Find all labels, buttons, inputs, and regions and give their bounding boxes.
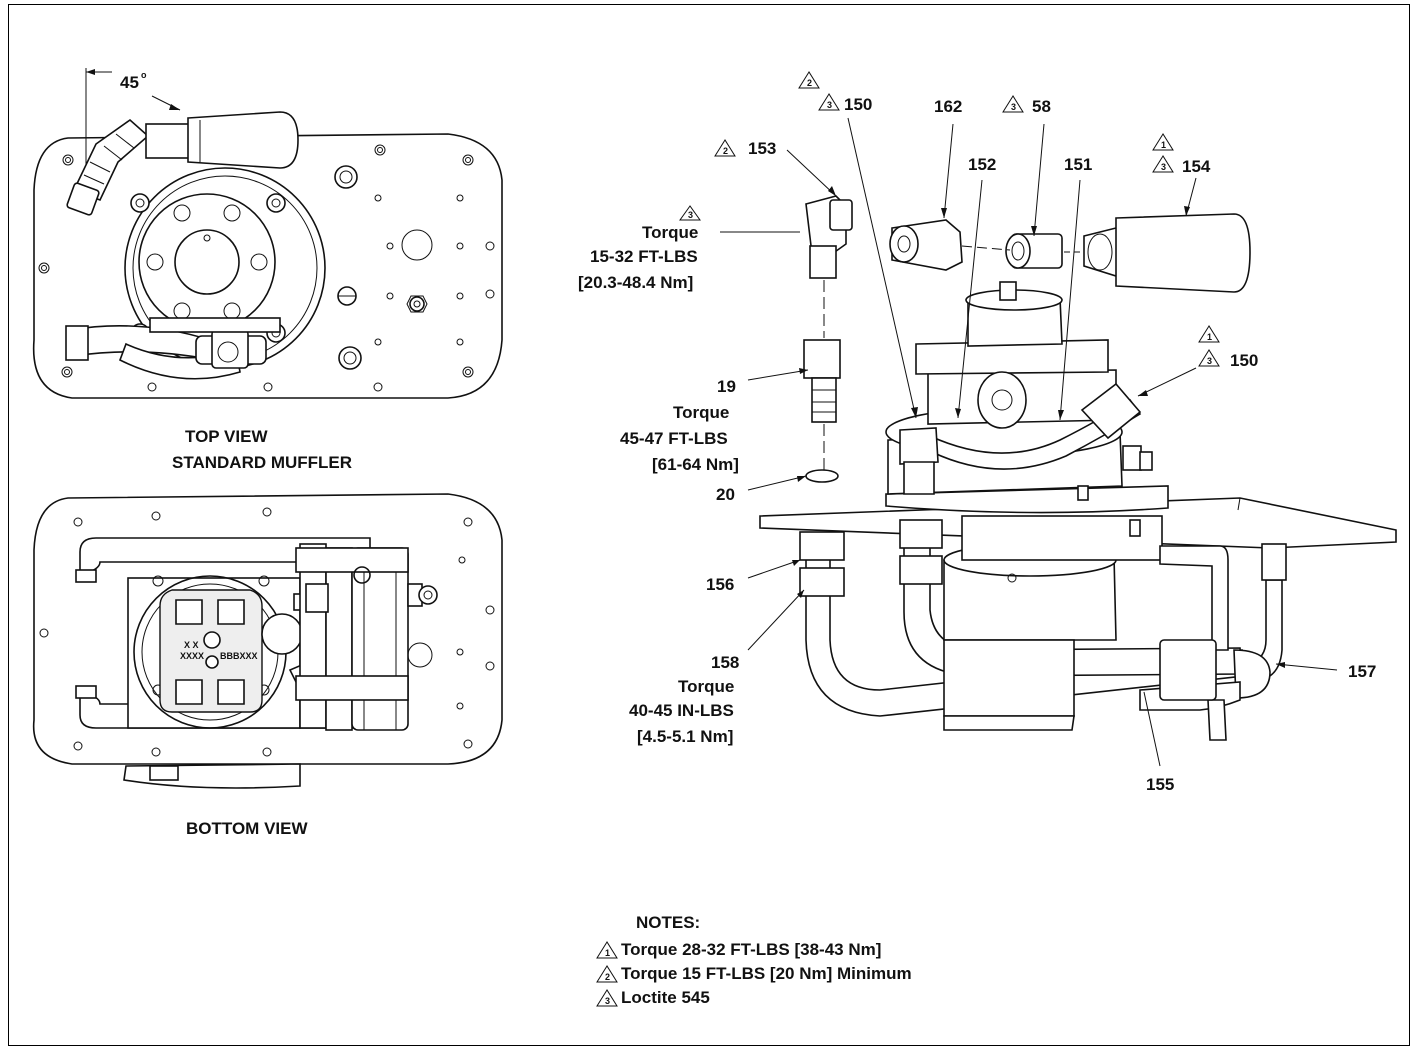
svg-text:45-47 FT-LBS: 45-47 FT-LBS [620, 429, 728, 448]
svg-text:Torque: Torque [673, 403, 729, 422]
bottom-view-drawing: X X XXXX BBBXXX [32, 493, 503, 789]
callout-158: 158 [711, 653, 739, 672]
notes-heading: NOTES: [636, 913, 700, 932]
svg-text:3: 3 [1207, 356, 1212, 366]
callout-152: 152 [968, 155, 996, 174]
svg-text:15-32 FT-LBS: 15-32 FT-LBS [590, 247, 698, 266]
callout-157: 157 [1348, 662, 1376, 681]
svg-text:3: 3 [605, 996, 610, 1006]
angle-label: 45 [120, 73, 139, 92]
svg-text:Torque: Torque [678, 677, 734, 696]
svg-text:1: 1 [1207, 332, 1212, 342]
marking-xx: X X [184, 640, 199, 650]
svg-text:1: 1 [605, 948, 610, 958]
marking-xxxx: XXXX [180, 651, 204, 661]
callout-150-right: 150 [1230, 351, 1258, 370]
notes-block: NOTES: Torque 28-32 FT-LBS [38-43 Nm] To… [621, 913, 912, 1007]
exploded-view-drawing [759, 195, 1397, 741]
svg-text:3: 3 [1011, 102, 1016, 112]
svg-text:[4.5-5.1 Nm]: [4.5-5.1 Nm] [637, 727, 733, 746]
svg-text:3: 3 [688, 210, 693, 220]
callout-19: 19 [717, 377, 736, 396]
top-view-subtitle: STANDARD MUFFLER [172, 453, 352, 472]
top-view-drawing: 45 o [32, 68, 503, 399]
leader-arrowheads [792, 186, 1285, 668]
callout-20: 20 [716, 485, 735, 504]
callout-150-top: 150 [844, 95, 872, 114]
svg-text:3: 3 [827, 100, 832, 110]
bottom-view-title: BOTTOM VIEW [186, 819, 308, 838]
drawing-frame [8, 4, 1410, 1046]
svg-text:3: 3 [1161, 162, 1166, 172]
svg-text:2: 2 [723, 146, 728, 156]
delta-markers [596, 71, 1220, 1007]
angle-degree-mark: o [141, 70, 147, 80]
torque-spec-153: Torque 15-32 FT-LBS [20.3-48.4 Nm] [578, 223, 698, 292]
svg-text:[20.3-48.4 Nm]: [20.3-48.4 Nm] [578, 273, 693, 292]
callout-153: 153 [748, 139, 776, 158]
svg-text:Torque: Torque [642, 223, 698, 242]
callout-155: 155 [1146, 775, 1174, 794]
note-3: Loctite 545 [621, 988, 710, 1007]
svg-text:2: 2 [605, 972, 610, 982]
leader-lines [720, 117, 1338, 767]
callout-58: 58 [1032, 97, 1051, 116]
svg-text:1: 1 [1161, 140, 1166, 150]
torque-spec-158: Torque 40-45 IN-LBS [4.5-5.1 Nm] [629, 677, 734, 746]
delta-marker-numbers: 2 3 3 2 3 1 3 1 3 1 2 3 [605, 78, 1212, 1006]
svg-text:40-45 IN-LBS: 40-45 IN-LBS [629, 701, 734, 720]
callout-151: 151 [1064, 155, 1092, 174]
top-view-title: TOP VIEW [185, 427, 268, 446]
note-1: Torque 28-32 FT-LBS [38-43 Nm] [621, 940, 881, 959]
marking-bbbxxx: BBBXXX [220, 651, 258, 661]
callout-154: 154 [1182, 157, 1211, 176]
svg-text:2: 2 [807, 78, 812, 88]
svg-text:[61-64 Nm]: [61-64 Nm] [652, 455, 739, 474]
torque-spec-19: Torque 45-47 FT-LBS [61-64 Nm] [620, 403, 739, 474]
note-2: Torque 15 FT-LBS [20 Nm] Minimum [621, 964, 912, 983]
callout-162: 162 [934, 97, 962, 116]
callout-156: 156 [706, 575, 734, 594]
